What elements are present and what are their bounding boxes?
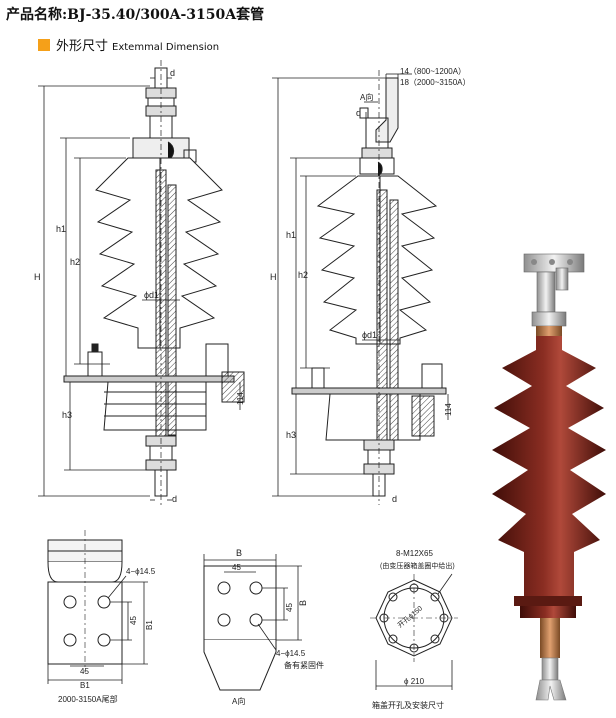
tail-dim-45-vertical: 45: [129, 616, 138, 625]
product-title: 产品名称:BJ-35.40/300A-3150A套管: [6, 7, 265, 23]
dim-114-middle: 114: [444, 403, 453, 416]
flange-caption: 箱盖开孔及安装尺寸: [372, 700, 444, 710]
dimension-lines-middle: [272, 73, 449, 497]
a-direction-dimension-lines: [203, 554, 302, 651]
tail-hole-note: 4−ϕ14.5: [126, 567, 156, 576]
dim-H-left: H: [34, 272, 41, 282]
tail-caption: 2000-3150A尾部: [58, 694, 118, 704]
a-view-dim-B-vertical: B: [298, 600, 308, 606]
dim-H-middle: H: [270, 272, 277, 282]
flange-dimension-lines: [375, 573, 453, 690]
dim-d1-middle: ϕd1: [362, 330, 377, 340]
bushing-drawing-middle: [291, 70, 447, 505]
dim-h1-middle: h1: [286, 230, 296, 240]
a-view-dim-45-horizontal: 45: [232, 563, 241, 572]
tail-dimension-lines: [47, 575, 148, 684]
dim-h1-left: h1: [56, 224, 66, 234]
section-marker-icon: [38, 39, 50, 51]
a-direction-arrow-label: A向: [360, 92, 373, 102]
dim-note-18: 18（2000~3150A）: [400, 78, 471, 87]
flange-bolt-note-sub: (由变压器箱盖圈中给出): [380, 561, 455, 570]
bushing-photo: [492, 253, 606, 701]
flange-opening-drawing: [370, 574, 458, 662]
dim-note-14: 14（800~1200A）: [400, 67, 466, 76]
dimension-lines-left: [38, 77, 241, 501]
tail-dim-B1: B1: [145, 620, 154, 630]
a-view-hole-note: 4−ϕ14.5: [276, 649, 306, 658]
a-view-dim-B: B: [236, 548, 242, 558]
tail-dim-45-horizontal: 45: [80, 667, 89, 676]
dim-d-top-left: d: [170, 68, 175, 78]
dim-114-left: 114: [236, 392, 245, 405]
flange-bolt-note: 8-M12X65: [396, 549, 433, 558]
section-label-cn: 外形尺寸: [56, 39, 109, 54]
a-view-fastener-note: 备有紧固件: [284, 660, 324, 670]
dim-d-bottom-middle: d: [392, 494, 397, 504]
dim-d1-left: ϕd1: [144, 290, 159, 300]
a-direction-view-drawing: [203, 565, 277, 691]
a-view-dim-45-vertical: 45: [285, 603, 294, 612]
dim-h2-middle: h2: [298, 270, 308, 280]
dim-h2-left: h2: [70, 257, 80, 267]
dim-d-top-middle: d: [356, 108, 361, 118]
dim-h3-middle: h3: [286, 430, 296, 440]
section-label-en: Extemmal Dimension: [112, 42, 220, 53]
tail-dim-B1-horizontal: B1: [80, 681, 90, 690]
bushing-drawing-left: [63, 60, 245, 505]
a-view-caption: A向: [232, 696, 245, 706]
dim-h3-left: h3: [62, 410, 72, 420]
flange-dim-210: ϕ 210: [404, 677, 425, 686]
tail-detail-drawing: [47, 530, 123, 672]
dim-d-bottom-left: d: [172, 494, 177, 504]
